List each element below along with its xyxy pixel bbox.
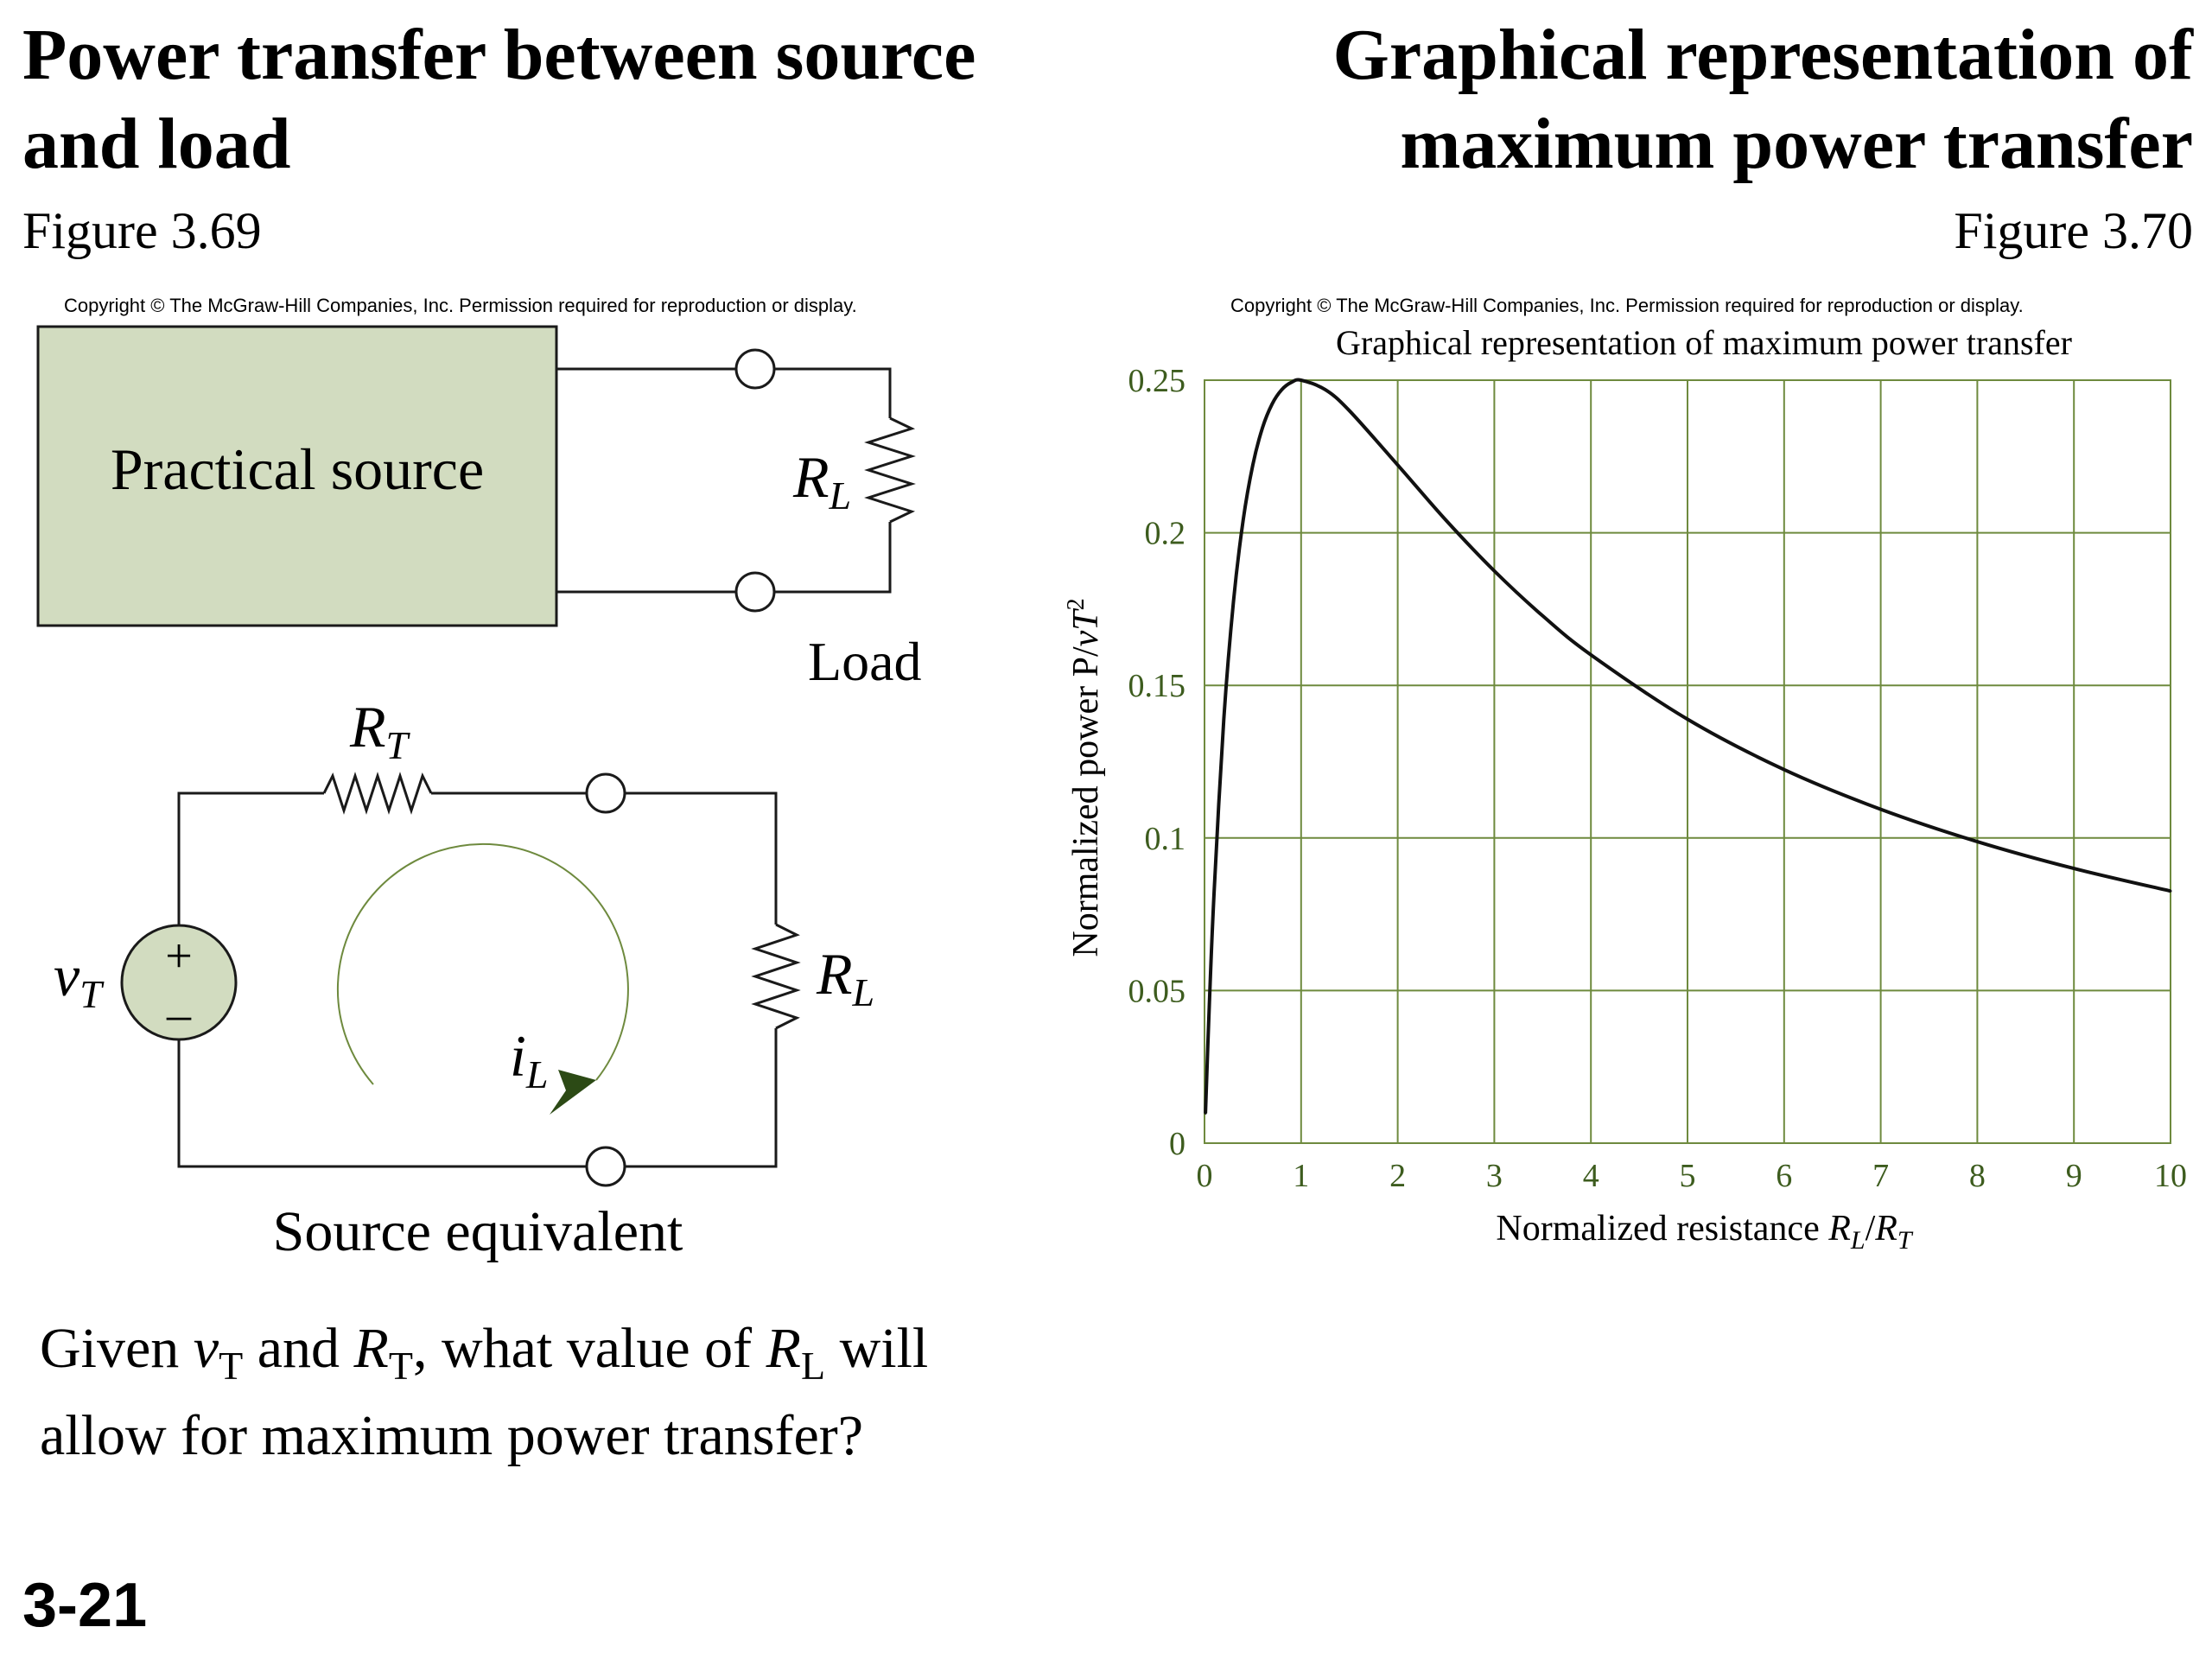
top-load-resistor-label: RL xyxy=(792,444,851,518)
curve-data-point xyxy=(1251,463,1255,467)
voltage-minus-sign: – xyxy=(166,988,192,1041)
x-tick-label: 10 xyxy=(2154,1158,2187,1194)
curve-data-point xyxy=(1242,518,1245,522)
bottom-wire-right-lower xyxy=(626,1028,778,1168)
bottom-wire-bottom xyxy=(177,1040,586,1168)
top-wire-right xyxy=(775,367,892,418)
load-current-label: iL xyxy=(510,1023,549,1096)
bottom-terminal-lower xyxy=(585,1146,626,1187)
x-tick-label: 6 xyxy=(1776,1158,1792,1194)
y-tick-label: 0.2 xyxy=(1145,516,1186,552)
curve-data-point xyxy=(1212,889,1216,893)
curve-data-point xyxy=(2072,867,2075,870)
bottom-load-resistor-symbol xyxy=(751,923,801,1030)
left-figure-label: Figure 3.69 xyxy=(22,202,262,259)
curve-data-point xyxy=(1348,409,1351,412)
curve-data-point xyxy=(1445,518,1447,522)
curve-data-point xyxy=(1879,808,1883,811)
source-resistor-symbol xyxy=(322,772,433,815)
x-tick-label: 8 xyxy=(1969,1158,1986,1194)
load-label: Load xyxy=(808,631,922,692)
practical-source-box xyxy=(36,325,558,627)
y-tick-label: 0.05 xyxy=(1128,973,1186,1009)
source-voltage-label: vT xyxy=(54,943,105,1016)
right-figure-label: Figure 3.70 xyxy=(1954,202,2193,259)
practical-source-label: Practical source xyxy=(111,436,484,502)
left-copyright-note: Copyright © The McGraw-Hill Companies, I… xyxy=(64,295,857,316)
curve-data-point xyxy=(1686,717,1689,721)
y-tick-label: 0 xyxy=(1169,1126,1185,1162)
chart-grid xyxy=(1204,379,2171,1144)
question-text: Given vT and RT, what value of RL will a… xyxy=(40,1317,929,1468)
curve-data-point xyxy=(1975,840,1979,843)
slide-number: 3-21 xyxy=(22,1571,148,1640)
chart-ticks: 0 1 2 3 4 5 6 7 8 9 10 0 0.05 0.1 0.15 0.2 0.25 xyxy=(1128,363,2188,1194)
voltage-plus-sign: + xyxy=(165,930,193,983)
curve-data-point xyxy=(1541,614,1544,618)
curve-data-point xyxy=(1324,388,1327,391)
x-tick-label: 3 xyxy=(1486,1158,1503,1194)
bottom-wire-right-upper xyxy=(626,791,778,925)
curve-data-point xyxy=(1232,600,1236,603)
right-copyright-note: Copyright © The McGraw-Hill Companies, I… xyxy=(1230,295,2024,316)
x-tick-label: 5 xyxy=(1680,1158,1696,1194)
bottom-terminal-upper xyxy=(585,772,626,814)
bottom-load-resistor-label: RL xyxy=(816,941,874,1014)
curve-data-point xyxy=(1300,378,1303,382)
curve-data-point xyxy=(1396,463,1400,467)
curve-data-point xyxy=(1261,426,1264,429)
y-axis-label: Normalized power P/vT2 xyxy=(1063,598,1106,957)
left-slide-title: Power transfer between source and load xyxy=(22,15,976,184)
curve-data-point xyxy=(1492,569,1496,573)
voltage-source-symbol xyxy=(120,924,238,1041)
x-tick-label: 0 xyxy=(1197,1158,1213,1194)
top-terminal-lower xyxy=(734,571,776,613)
curve-data-point xyxy=(1222,717,1225,721)
circuit-diagrams: Practical source RL Load + – vT RT RL iL… xyxy=(36,325,922,1263)
y-tick-label: 0.1 xyxy=(1145,821,1186,857)
bottom-wire-left-upper xyxy=(177,791,324,925)
current-arrowhead xyxy=(550,1070,596,1115)
chart-title: Graphical representation of maximum powe… xyxy=(1336,323,2072,362)
x-tick-label: 2 xyxy=(1389,1158,1406,1194)
power-curve-line xyxy=(1204,378,2171,1114)
top-wire-lower-right xyxy=(775,522,892,594)
top-terminal-upper xyxy=(734,348,776,390)
source-resistor-label: RT xyxy=(349,694,411,767)
curve-data-point xyxy=(1280,388,1283,391)
curve-data-point xyxy=(2169,889,2172,893)
y-tick-label: 0.25 xyxy=(1128,363,1186,399)
load-resistor-symbol xyxy=(864,416,916,524)
x-tick-label: 4 xyxy=(1583,1158,1599,1194)
x-tick-label: 7 xyxy=(1872,1158,1889,1194)
power-transfer-chart: Graphical representation of maximum powe… xyxy=(1063,323,2188,1255)
x-axis-label: Normalized resistance RL/RT xyxy=(1496,1209,1914,1255)
curve-data-point xyxy=(1208,1003,1211,1007)
right-slide-title: Graphical representation of maximum powe… xyxy=(1332,15,2194,184)
y-tick-label: 0.15 xyxy=(1128,668,1186,704)
x-tick-label: 9 xyxy=(2066,1158,2082,1194)
curve-data-point xyxy=(1290,380,1294,384)
power-curve-points xyxy=(1204,378,2172,1115)
source-equivalent-caption: Source equivalent xyxy=(273,1200,683,1263)
curve-data-point xyxy=(1783,768,1786,772)
curve-data-point xyxy=(1589,653,1592,657)
current-loop-arrow xyxy=(336,842,629,1085)
x-tick-label: 1 xyxy=(1293,1158,1309,1194)
curve-data-point xyxy=(1204,1111,1207,1115)
curve-data-point xyxy=(1270,403,1274,406)
